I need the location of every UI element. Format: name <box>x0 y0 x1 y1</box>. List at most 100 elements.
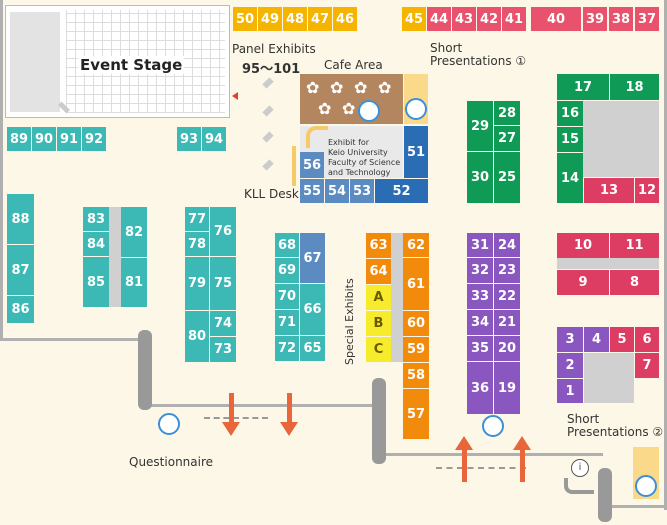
booth-6[interactable]: 6 <box>635 327 659 352</box>
booth-74[interactable]: 74 <box>210 311 236 336</box>
booth-A[interactable]: A <box>366 285 391 310</box>
booth-88[interactable]: 88 <box>7 194 34 244</box>
booth-61[interactable]: 61 <box>403 258 429 310</box>
booth-33[interactable]: 33 <box>467 284 493 309</box>
counter <box>306 126 328 148</box>
booth-65[interactable]: 65 <box>300 336 325 361</box>
booth-5[interactable]: 5 <box>610 327 634 352</box>
booth-80[interactable]: 80 <box>185 311 209 362</box>
booth-82[interactable]: 82 <box>121 207 147 257</box>
booth-62[interactable]: 62 <box>403 233 429 257</box>
booth-49[interactable]: 49 <box>258 7 282 31</box>
booth-C[interactable]: C <box>366 337 391 362</box>
booth-16[interactable]: 16 <box>557 101 583 126</box>
booth-9[interactable]: 9 <box>557 270 609 295</box>
booth-72[interactable]: 72 <box>275 336 299 361</box>
booth-41[interactable]: 41 <box>502 7 526 31</box>
booth-52[interactable]: 52 <box>375 179 428 203</box>
booth-24[interactable]: 24 <box>494 233 520 257</box>
booth-46[interactable]: 46 <box>333 7 357 31</box>
booth-1[interactable]: 1 <box>557 379 583 403</box>
booth-87[interactable]: 87 <box>7 245 34 295</box>
booth-4[interactable]: 4 <box>584 327 609 352</box>
booth-54[interactable]: 54 <box>325 179 349 203</box>
booth-84[interactable]: 84 <box>83 232 109 256</box>
booth-90[interactable]: 90 <box>32 127 56 151</box>
booth-73[interactable]: 73 <box>210 337 236 362</box>
booth-29[interactable]: 29 <box>467 101 493 151</box>
booth-81[interactable]: 81 <box>121 258 147 307</box>
booth-92[interactable]: 92 <box>82 127 106 151</box>
booth-8[interactable]: 8 <box>610 270 659 295</box>
booth-43[interactable]: 43 <box>452 7 476 31</box>
booth-19[interactable]: 19 <box>494 362 520 414</box>
booth-89[interactable]: 89 <box>7 127 31 151</box>
booth-20[interactable]: 20 <box>494 336 520 361</box>
booth-77[interactable]: 77 <box>185 207 209 231</box>
booth-34[interactable]: 34 <box>467 310 493 335</box>
booth-44[interactable]: 44 <box>427 7 451 31</box>
booth-39[interactable]: 39 <box>583 7 607 31</box>
booth-45[interactable]: 45 <box>402 7 426 31</box>
table-icon: ✿ <box>306 78 320 97</box>
booth-75[interactable]: 75 <box>210 257 236 310</box>
booth-79[interactable]: 79 <box>185 257 209 310</box>
booth-30[interactable]: 30 <box>467 152 493 203</box>
booth-3[interactable]: 3 <box>557 327 583 352</box>
booth-7[interactable]: 7 <box>635 353 659 378</box>
booth-57[interactable]: 57 <box>403 389 429 439</box>
booth-83[interactable]: 83 <box>83 207 109 231</box>
booth-13[interactable]: 13 <box>584 178 634 203</box>
booth-50[interactable]: 50 <box>233 7 257 31</box>
booth-B[interactable]: B <box>366 311 391 336</box>
booth-93[interactable]: 93 <box>177 127 201 151</box>
booth-47[interactable]: 47 <box>308 7 332 31</box>
booth-11[interactable]: 11 <box>610 233 659 258</box>
booth-2[interactable]: 2 <box>557 353 583 378</box>
booth-14[interactable]: 14 <box>557 153 583 203</box>
booth-25[interactable]: 25 <box>494 152 520 203</box>
booth-15[interactable]: 15 <box>557 127 583 152</box>
booth-48[interactable]: 48 <box>283 7 307 31</box>
booth-17[interactable]: 17 <box>557 74 609 100</box>
booth-12[interactable]: 12 <box>635 178 659 203</box>
booth-36[interactable]: 36 <box>467 362 493 414</box>
booth-38[interactable]: 38 <box>609 7 633 31</box>
stage-platform <box>10 12 60 112</box>
presentation-icon <box>635 475 657 497</box>
booth-32[interactable]: 32 <box>467 258 493 283</box>
booth-51[interactable]: 51 <box>404 126 428 178</box>
booth-60[interactable]: 60 <box>403 311 429 336</box>
booth-85[interactable]: 85 <box>83 257 109 307</box>
booth-56[interactable]: 56 <box>300 152 324 178</box>
booth-69[interactable]: 69 <box>275 258 299 283</box>
booth-28[interactable]: 28 <box>494 101 520 125</box>
booth-37[interactable]: 37 <box>635 7 659 31</box>
booth-64[interactable]: 64 <box>366 259 391 284</box>
booth-18[interactable]: 18 <box>610 74 659 100</box>
booth-67[interactable]: 67 <box>300 233 325 283</box>
booth-94[interactable]: 94 <box>202 127 226 151</box>
booth-40[interactable]: 40 <box>531 7 581 31</box>
booth-10[interactable]: 10 <box>557 233 609 258</box>
booth-23[interactable]: 23 <box>494 258 520 283</box>
booth-70[interactable]: 70 <box>275 284 299 309</box>
booth-27[interactable]: 27 <box>494 126 520 151</box>
booth-63[interactable]: 63 <box>366 233 391 258</box>
booth-91[interactable]: 91 <box>57 127 81 151</box>
booth-68[interactable]: 68 <box>275 233 299 257</box>
booth-66[interactable]: 66 <box>300 284 325 335</box>
booth-76[interactable]: 76 <box>210 207 236 256</box>
booth-21[interactable]: 21 <box>494 310 520 335</box>
booth-42[interactable]: 42 <box>477 7 501 31</box>
booth-86[interactable]: 86 <box>7 296 34 323</box>
booth-55[interactable]: 55 <box>300 179 324 203</box>
booth-22[interactable]: 22 <box>494 284 520 309</box>
booth-78[interactable]: 78 <box>185 232 209 256</box>
booth-59[interactable]: 59 <box>403 337 429 362</box>
booth-71[interactable]: 71 <box>275 310 299 335</box>
booth-58[interactable]: 58 <box>403 363 429 388</box>
booth-53[interactable]: 53 <box>350 179 374 203</box>
booth-35[interactable]: 35 <box>467 336 493 361</box>
booth-31[interactable]: 31 <box>467 233 493 257</box>
